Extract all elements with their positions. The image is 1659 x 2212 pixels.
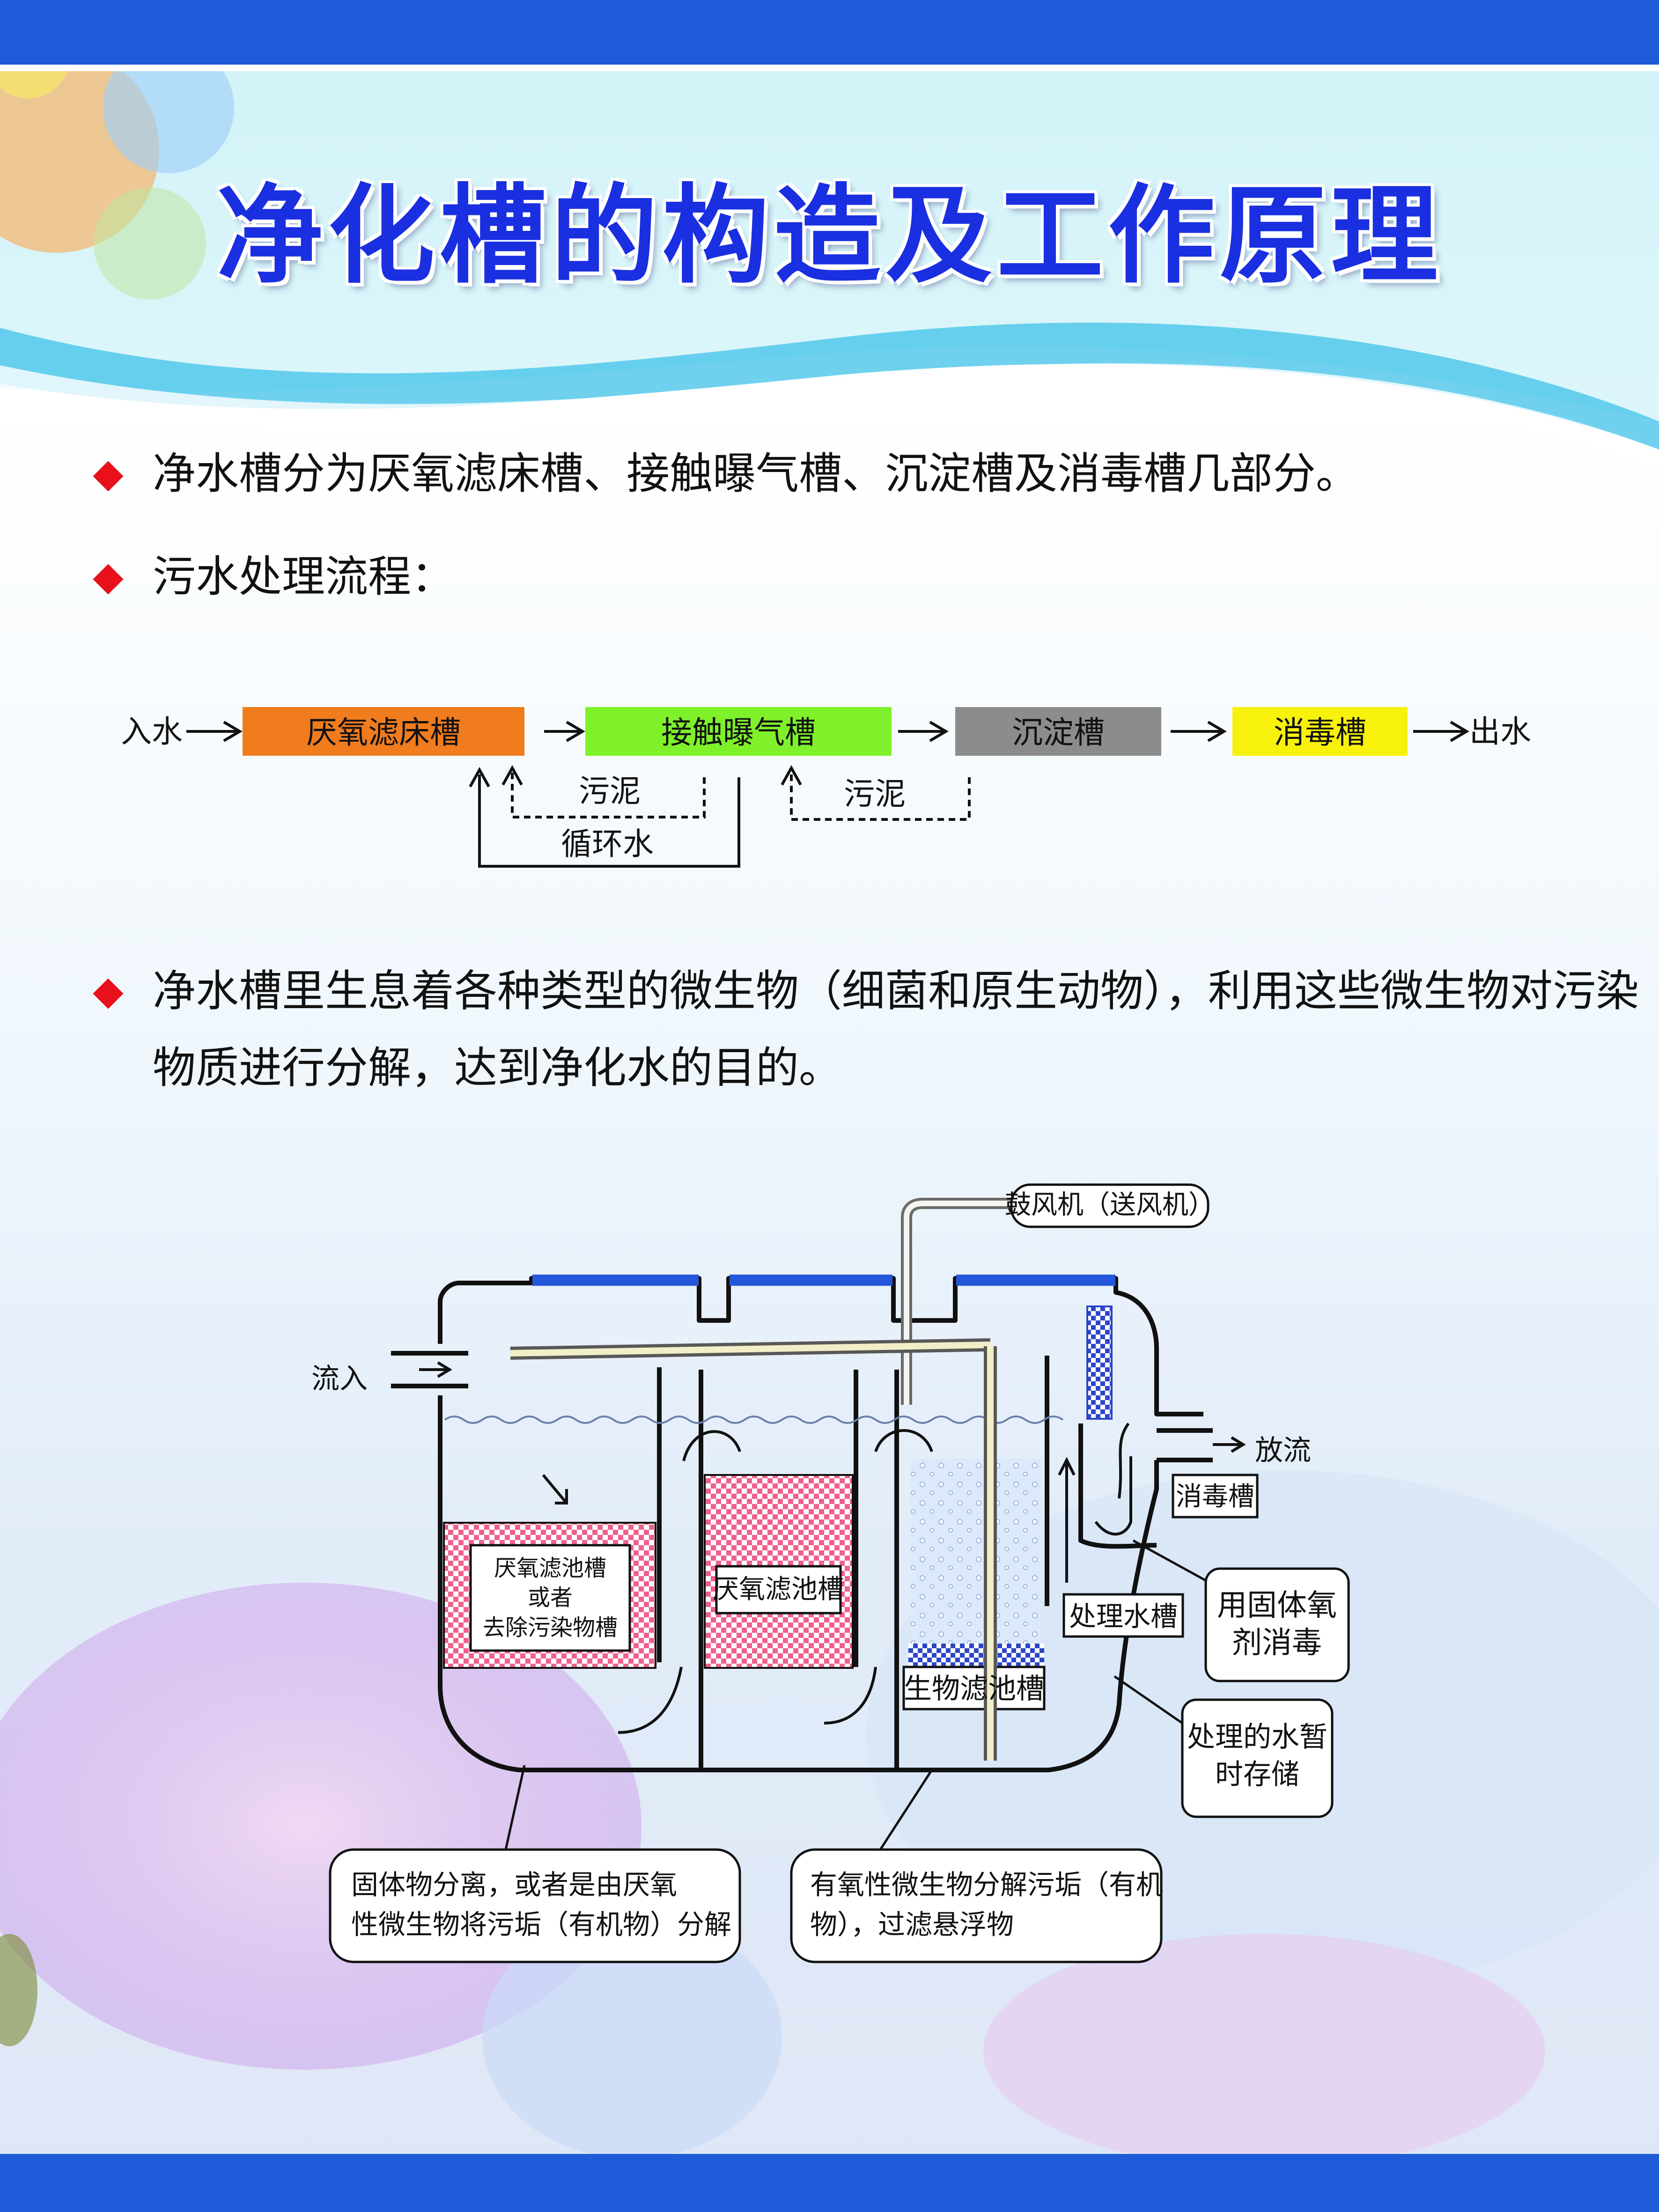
disinfect-wall: [1078, 1423, 1157, 1549]
page-title: 净化槽的构造及工作原理: [216, 173, 1443, 298]
flow-inlet: 入水: [121, 714, 183, 750]
sludge-label-2: 污泥: [844, 776, 906, 812]
flow-arrow-icon: [1118, 1423, 1130, 1499]
aeration-area: [911, 1459, 1042, 1645]
flow-arrow-icon: [874, 1429, 933, 1452]
flow-step-1-box: [243, 707, 524, 756]
bottom-bar: [0, 2154, 1659, 2212]
treated-tank-label-box: [1062, 1593, 1184, 1638]
tank1-label-line: 厌氧滤池槽: [494, 1555, 606, 1581]
anaerobic-filter-1-label-box: [469, 1544, 631, 1652]
callout-connector: [879, 1769, 933, 1851]
tank1-label-line: 或者: [528, 1585, 573, 1611]
flow-arrow-icon: [542, 1474, 568, 1504]
flow-arrow-icon: [1058, 1457, 1076, 1583]
callout-anaerobic-box: [329, 1848, 741, 1963]
flow-step-3-label: 沉淀槽: [1012, 715, 1105, 751]
lid-1: [532, 1275, 699, 1286]
callout-solid-disinfect-box: [1204, 1567, 1350, 1682]
bullet-text: 净水槽分为厌氧滤床槽、接触曝气槽、沉淀槽及消毒槽几部分。: [153, 449, 1359, 499]
tank-outline: [438, 1276, 1203, 1772]
biofilter-label-box: [902, 1666, 1046, 1711]
recycle-loop-line: [478, 774, 740, 868]
callout-connector: [1113, 1675, 1183, 1725]
flow-arrow-icon: [419, 1361, 452, 1378]
sludge-label-1: 污泥: [579, 773, 641, 809]
callout-anaerobic-line: 性微生物将污垢（有机物）分解: [351, 1909, 731, 1940]
disinfect-label-box: [1172, 1474, 1259, 1519]
outflow-label: 放流: [1255, 1434, 1311, 1467]
callout-anaerobic-line: 固体物分离，或者是由厌氧: [351, 1869, 677, 1901]
callout-storage-line: 时存储: [1215, 1758, 1299, 1791]
callout-aerobic-line: 有氧性微生物分解污垢（有机: [810, 1869, 1163, 1901]
disinfect-label: 消毒槽: [1176, 1482, 1254, 1512]
inflow-pipe: [391, 1351, 468, 1388]
recycle-label: 循环水: [561, 826, 654, 862]
treated-tank-label: 处理水槽: [1069, 1600, 1178, 1632]
flow-arrow-icon: [618, 1666, 683, 1734]
bullet-text: 净水槽里生息着各种类型的微生物（细菌和原生动物），利用这些微生物对污染物质进行分…: [153, 966, 1639, 1093]
bullet-text: 污水处理流程：: [153, 552, 455, 602]
outflow-pipe: [1157, 1428, 1213, 1462]
callout-aerobic-line: 物），过滤悬浮物: [810, 1909, 1014, 1940]
flow-arrow-icon: [824, 1666, 877, 1725]
flow-step-3-box: [955, 707, 1161, 756]
callout-storage-box: [1181, 1698, 1334, 1818]
top-bar: [0, 0, 1659, 65]
callout-aerobic-box: [790, 1848, 1163, 1963]
inflow-label: 流入: [311, 1363, 368, 1395]
callout-connector: [504, 1765, 526, 1850]
lid-2: [730, 1275, 892, 1286]
anaerobic-filter-2-label-box: [715, 1565, 842, 1615]
biofilter-label: 生物滤池槽: [904, 1673, 1044, 1705]
flow-step-4-box: [1232, 707, 1408, 756]
blower-label: 鼓风机（送风机）: [1005, 1190, 1215, 1220]
blower-label-box: [1010, 1183, 1209, 1228]
disinfect-cartridge: [1086, 1305, 1113, 1420]
flow-arrow-icon: [682, 1430, 741, 1461]
flow-step-1-label: 厌氧滤床槽: [306, 715, 461, 751]
tank2-label: 厌氧滤池槽: [713, 1574, 844, 1605]
flow-step-4-label: 消毒槽: [1274, 715, 1366, 751]
flow-arrow-icon: [1213, 1436, 1246, 1453]
water-surface: [444, 1416, 1064, 1424]
callout-solid-disinfect-line: 剂消毒: [1232, 1626, 1322, 1660]
tank1-label-line: 去除污染物槽: [483, 1615, 618, 1641]
flow-step-2-label: 接触曝气槽: [661, 715, 816, 751]
blower-pipe: [901, 1198, 1030, 1405]
flow-step-2-box: [585, 707, 892, 756]
callout-solid-disinfect-line: 用固体氧: [1217, 1588, 1337, 1623]
sludge-loop-1-line: [511, 773, 706, 818]
flow-outlet: 出水: [1469, 714, 1531, 750]
top-line: [0, 65, 1659, 71]
lid-3: [956, 1275, 1115, 1286]
flow-arrow-icon: [1094, 1456, 1132, 1536]
callout-storage-line: 处理的水暂: [1187, 1721, 1327, 1754]
